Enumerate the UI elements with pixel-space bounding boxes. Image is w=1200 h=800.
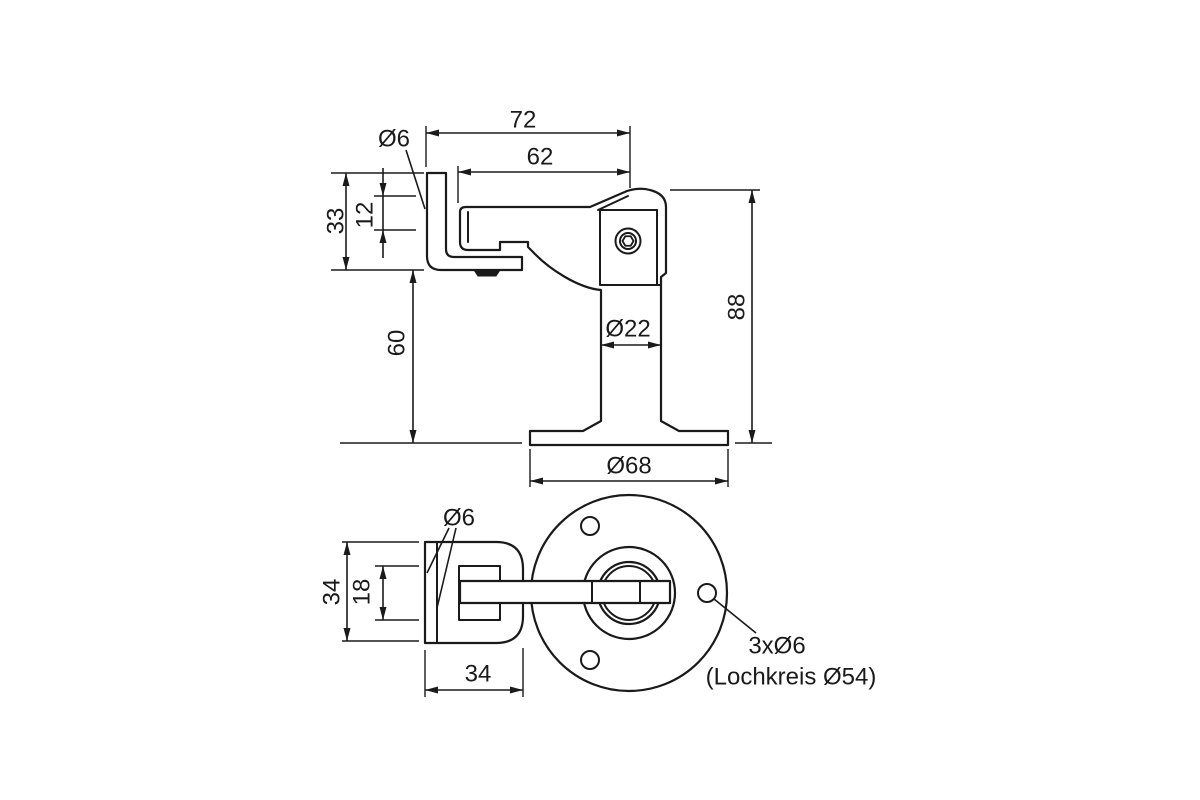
mounting-hole-top: [580, 516, 600, 536]
dim-plate-hole-label: Ø6: [378, 126, 410, 153]
door-bracket-outline: [425, 171, 524, 272]
holder-arm-plan: [458, 579, 672, 605]
dim-slot-height-label: 18: [349, 579, 376, 606]
dim-post-dia-label: Ø22: [605, 316, 650, 343]
dim-hole-spacing-label: 12: [352, 202, 379, 229]
dim-plan-hole-label: Ø6: [443, 505, 475, 532]
dim-plate-height-label: 33: [323, 208, 350, 235]
hex-socket-screw: [614, 227, 642, 255]
dim-bolt-circle-label: (Lochkreis Ø54): [706, 664, 877, 691]
dim-clearance-height-label: 60: [384, 330, 411, 357]
dim-plate-width-label: 34: [465, 661, 492, 688]
dim-base-dia-label: Ø68: [606, 453, 651, 480]
bracket-buffer-pad: [473, 269, 501, 277]
plan-view: Ø6 34 18 34 3xØ6 (Lochkreis Ø54): [319, 493, 877, 697]
dim-plate-depth-label: 34: [319, 579, 346, 606]
dim-holes-count-label: 3xØ6: [748, 633, 805, 660]
pivot-housing-lines: [467, 195, 662, 286]
mounting-hole-right: [697, 583, 717, 603]
mounting-hole-bottom: [580, 650, 600, 670]
dim-arm-length-label: 62: [527, 144, 554, 171]
pedestal-outline: [458, 187, 730, 447]
dim-overall-width-label: 72: [510, 107, 537, 134]
dim-overall-height-label: 88: [724, 294, 751, 321]
side-view: 72 62 Ø6 33 12 60 88: [323, 107, 772, 487]
